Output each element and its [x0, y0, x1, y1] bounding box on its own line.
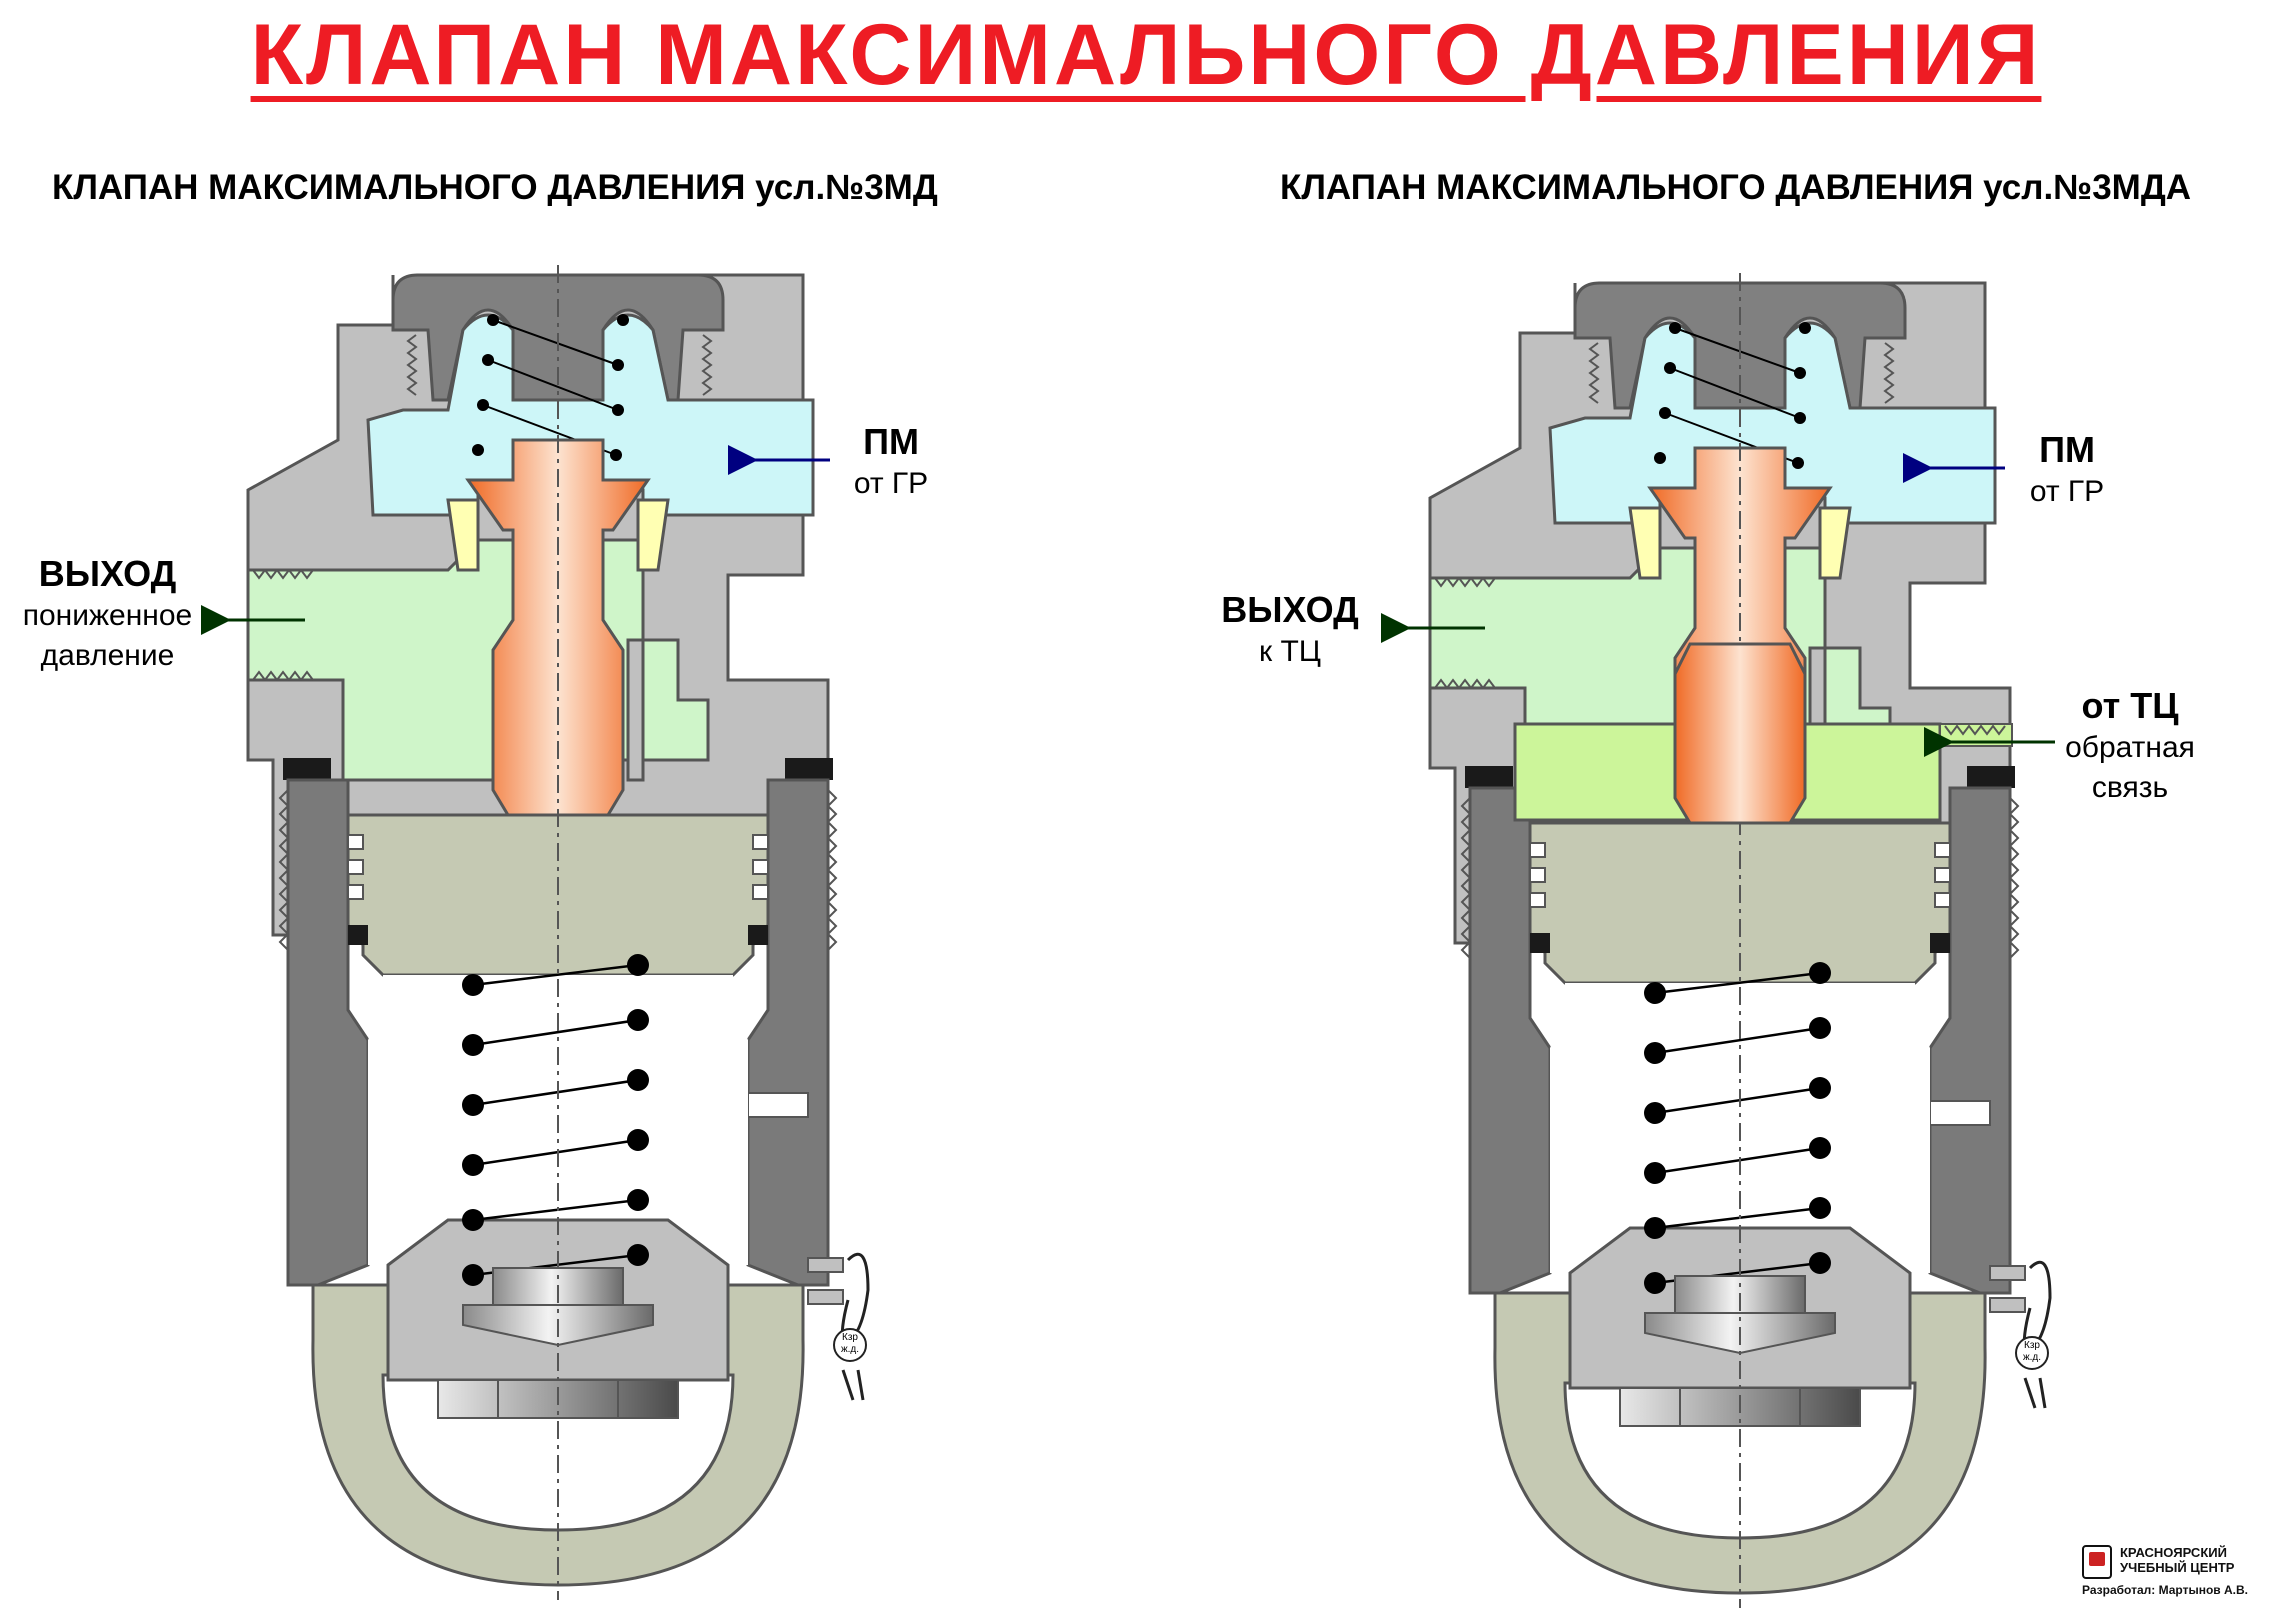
- right-feedback-line2: связь: [2091, 771, 2169, 804]
- page-title: КЛАПАН МАКСИМАЛЬНОГО ДАВЛЕНИЯ: [250, 7, 2042, 103]
- org-line1: КРАСНОЯРСКИЙ: [2120, 1545, 2227, 1560]
- left-pm-sub: от ГР: [853, 467, 929, 500]
- left-tag-line1: Кзр: [842, 1332, 858, 1343]
- left-valve-drawing: [246, 263, 870, 1602]
- right-valve-drawing: [1428, 271, 2052, 1610]
- left-valve-subtitle: КЛАПАН МАКСИМАЛЬНОГО ДАВЛЕНИЯ усл.№3МД: [52, 168, 938, 207]
- right-output-title: ВЫХОД: [1221, 589, 1359, 630]
- left-output-line2: давление: [40, 639, 175, 672]
- right-feedback-label: от ТЦ обратная связь: [2055, 684, 2205, 808]
- left-output-label: ВЫХОД пониженное давление: [0, 552, 215, 676]
- right-feedback-title: от ТЦ: [2081, 685, 2179, 726]
- right-tag-line2: ж.д.: [2023, 1352, 2041, 1363]
- right-valve-subtitle: КЛАПАН МАКСИМАЛЬНОГО ДАВЛЕНИЯ усл.№3МДА: [1280, 168, 2192, 207]
- left-pm-label: ПМ от ГР: [836, 420, 946, 504]
- right-tag-line1: Кзр: [2024, 1340, 2040, 1351]
- right-output-label: ВЫХОД к ТЦ: [1210, 588, 1370, 672]
- org-name: КРАСНОЯРСКИЙ УЧЕБНЫЙ ЦЕНТР: [2120, 1545, 2292, 1575]
- right-pm-title: ПМ: [2039, 429, 2095, 470]
- left-output-title: ВЫХОД: [38, 553, 177, 594]
- author-credit: Разработал: Мартынов А.В.: [2082, 1583, 2248, 1597]
- left-output-line1: пониженное: [22, 599, 193, 632]
- right-pm-label: ПМ от ГР: [2012, 428, 2122, 512]
- right-output-line1: к ТЦ: [1259, 635, 1321, 668]
- train-logo-icon: [2082, 1545, 2112, 1579]
- right-pm-sub: от ГР: [2029, 475, 2105, 508]
- left-tag-line2: ж.д.: [841, 1344, 859, 1355]
- org-line2: УЧЕБНЫЙ ЦЕНТР: [2120, 1560, 2235, 1575]
- right-feedback-line1: обратная: [2065, 731, 2195, 764]
- left-pm-title: ПМ: [863, 421, 919, 462]
